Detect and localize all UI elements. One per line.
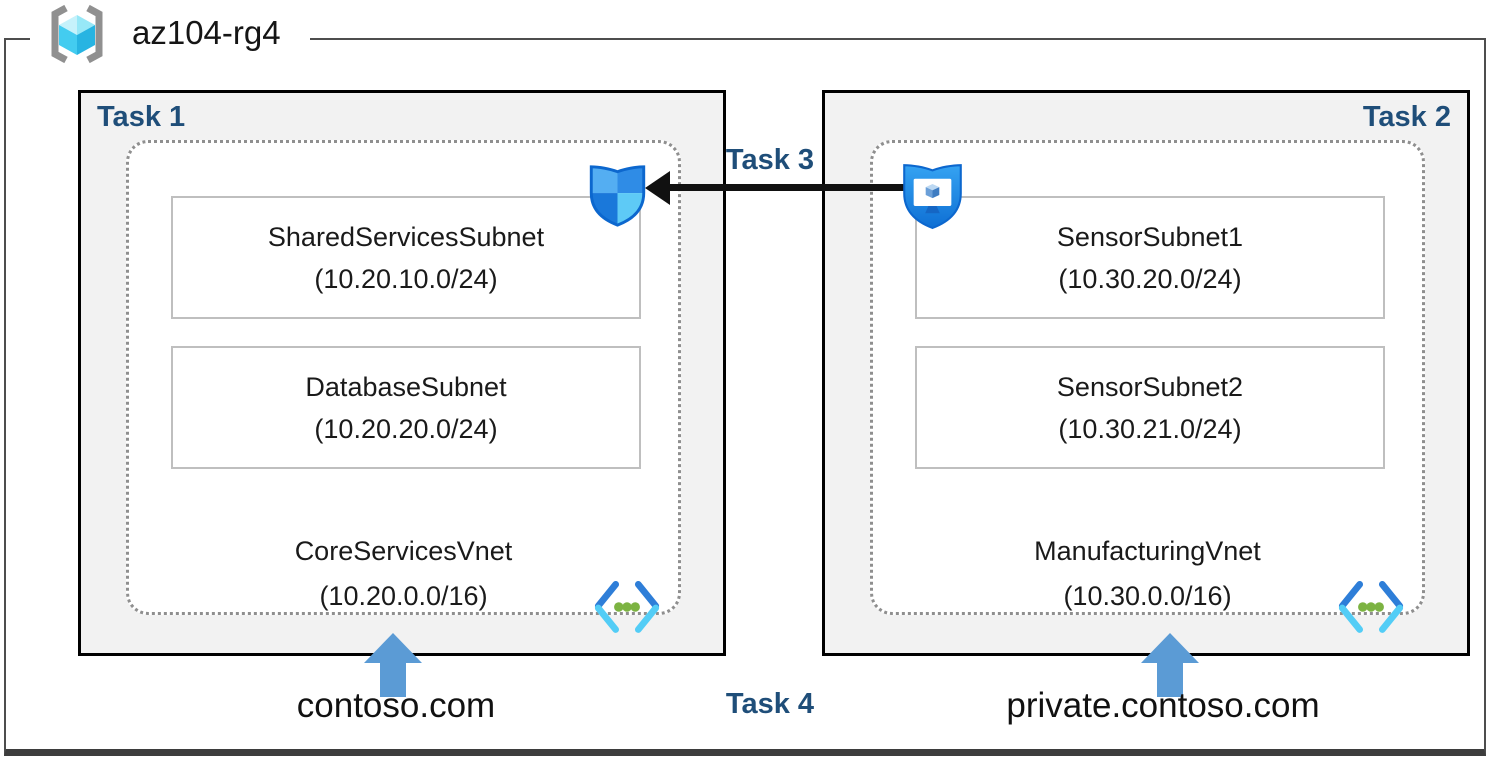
subnet-cidr: (10.30.20.0/24) [1058, 263, 1242, 294]
up-arrow-stem [1157, 663, 1183, 697]
task4-label: Task 4 [725, 688, 815, 720]
core-services-vnet-container: SharedServicesSubnet (10.20.10.0/24) Dat… [126, 140, 681, 633]
task3-arrow-head [645, 171, 670, 205]
subnet-cidr: (10.20.10.0/24) [314, 263, 498, 294]
network-security-group-icon [589, 165, 646, 227]
task2-label: Task 2 [1362, 101, 1451, 133]
virtual-network-icon [1338, 581, 1404, 633]
resource-group-icon [51, 4, 103, 64]
up-arrow-head [364, 633, 422, 663]
subnet-box-sensor2: SensorSubnet2 (10.30.21.0/24) [915, 346, 1385, 469]
subnet-name: SensorSubnet2 [1056, 371, 1244, 402]
monitor-stand [925, 203, 940, 214]
subnet-cidr: (10.20.20.0/24) [314, 413, 498, 444]
subnet-cidr: (10.30.21.0/24) [1058, 413, 1242, 444]
up-arrow-head [1141, 633, 1199, 663]
dns-up-arrow-left [364, 633, 422, 697]
task2-box: Task 2 SensorSubnet1 (10.30.20.0/24) Sen… [822, 90, 1470, 656]
dns-zone-private-contoso: private.contoso.com [1006, 686, 1320, 725]
subnet-box-database: DatabaseSubnet (10.20.20.0/24) [171, 346, 641, 469]
dns-zone-contoso: contoso.com [296, 686, 496, 725]
task3-label: Task 3 [725, 144, 815, 176]
subnet-name: DatabaseSubnet [305, 371, 507, 402]
subnet-name: SensorSubnet1 [1056, 221, 1244, 252]
dns-up-arrow-right [1141, 633, 1199, 697]
subnet-name: SharedServicesSubnet [267, 221, 545, 252]
vnet-cidr: (10.20.0.0/16) [319, 581, 488, 611]
subnet-box-sensor1: SensorSubnet1 (10.30.20.0/24) [915, 196, 1385, 319]
vnet-name: CoreServicesVnet [294, 536, 513, 566]
vnet-cidr: (10.30.0.0/16) [1063, 581, 1232, 611]
up-arrow-stem [380, 663, 406, 697]
vnet-name-block: CoreServicesVnet (10.20.0.0/16) [129, 529, 678, 619]
vnet-name: ManufacturingVnet [1034, 536, 1261, 566]
subnet-box-sharedservices: SharedServicesSubnet (10.20.10.0/24) [171, 196, 641, 319]
bastion-shield-monitor-icon [903, 164, 962, 230]
task1-label: Task 1 [97, 101, 186, 133]
resource-group-name: az104-rg4 [132, 14, 281, 51]
resource-group-border [4, 38, 1486, 756]
vnet-name-block: ManufacturingVnet (10.30.0.0/16) [873, 529, 1422, 619]
manufacturing-vnet-container: SensorSubnet1 (10.30.20.0/24) SensorSubn… [870, 140, 1425, 633]
task3-arrow-line [664, 184, 914, 191]
virtual-network-icon [594, 581, 660, 633]
